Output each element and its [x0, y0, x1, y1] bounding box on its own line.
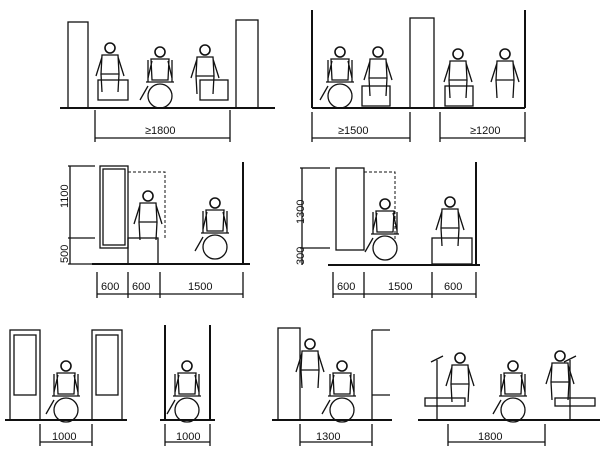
dimension-label: 1500	[188, 281, 212, 293]
panel-bottom-1: 1000	[5, 329, 127, 446]
dimension-label: 1300	[295, 200, 307, 224]
panel-top-right: ≥1500 ≥1200	[311, 10, 526, 142]
dimension-label: ≥1500	[338, 125, 369, 137]
dimension-label: 500	[59, 245, 71, 263]
dimension-label: 600	[132, 281, 150, 293]
dimension-label: 600	[337, 281, 355, 293]
dimension-label: ≥1800	[145, 125, 176, 137]
panel-bottom-4: 1800	[418, 350, 600, 446]
panel-mid-right: 1300 300 600 1500 600	[295, 162, 480, 298]
dimension-label: 1000	[176, 431, 200, 443]
dimension-label: 600	[444, 281, 462, 293]
dimension-label: 1000	[52, 431, 76, 443]
dimension-label: 600	[101, 281, 119, 293]
dimension-label: 1300	[316, 431, 340, 443]
panel-mid-left: 1100 500 600 600 1500	[59, 162, 250, 298]
panel-top-left: ≥1800	[60, 19, 275, 142]
panel-bottom-2: 1000	[160, 325, 215, 446]
dimension-label: 1800	[478, 431, 502, 443]
panel-bottom-3: 1300	[272, 327, 392, 446]
dimension-label: 300	[295, 247, 307, 265]
dimension-label: 1500	[388, 281, 412, 293]
dimension-label: ≥1200	[470, 125, 501, 137]
dimension-label: 1100	[59, 184, 71, 208]
